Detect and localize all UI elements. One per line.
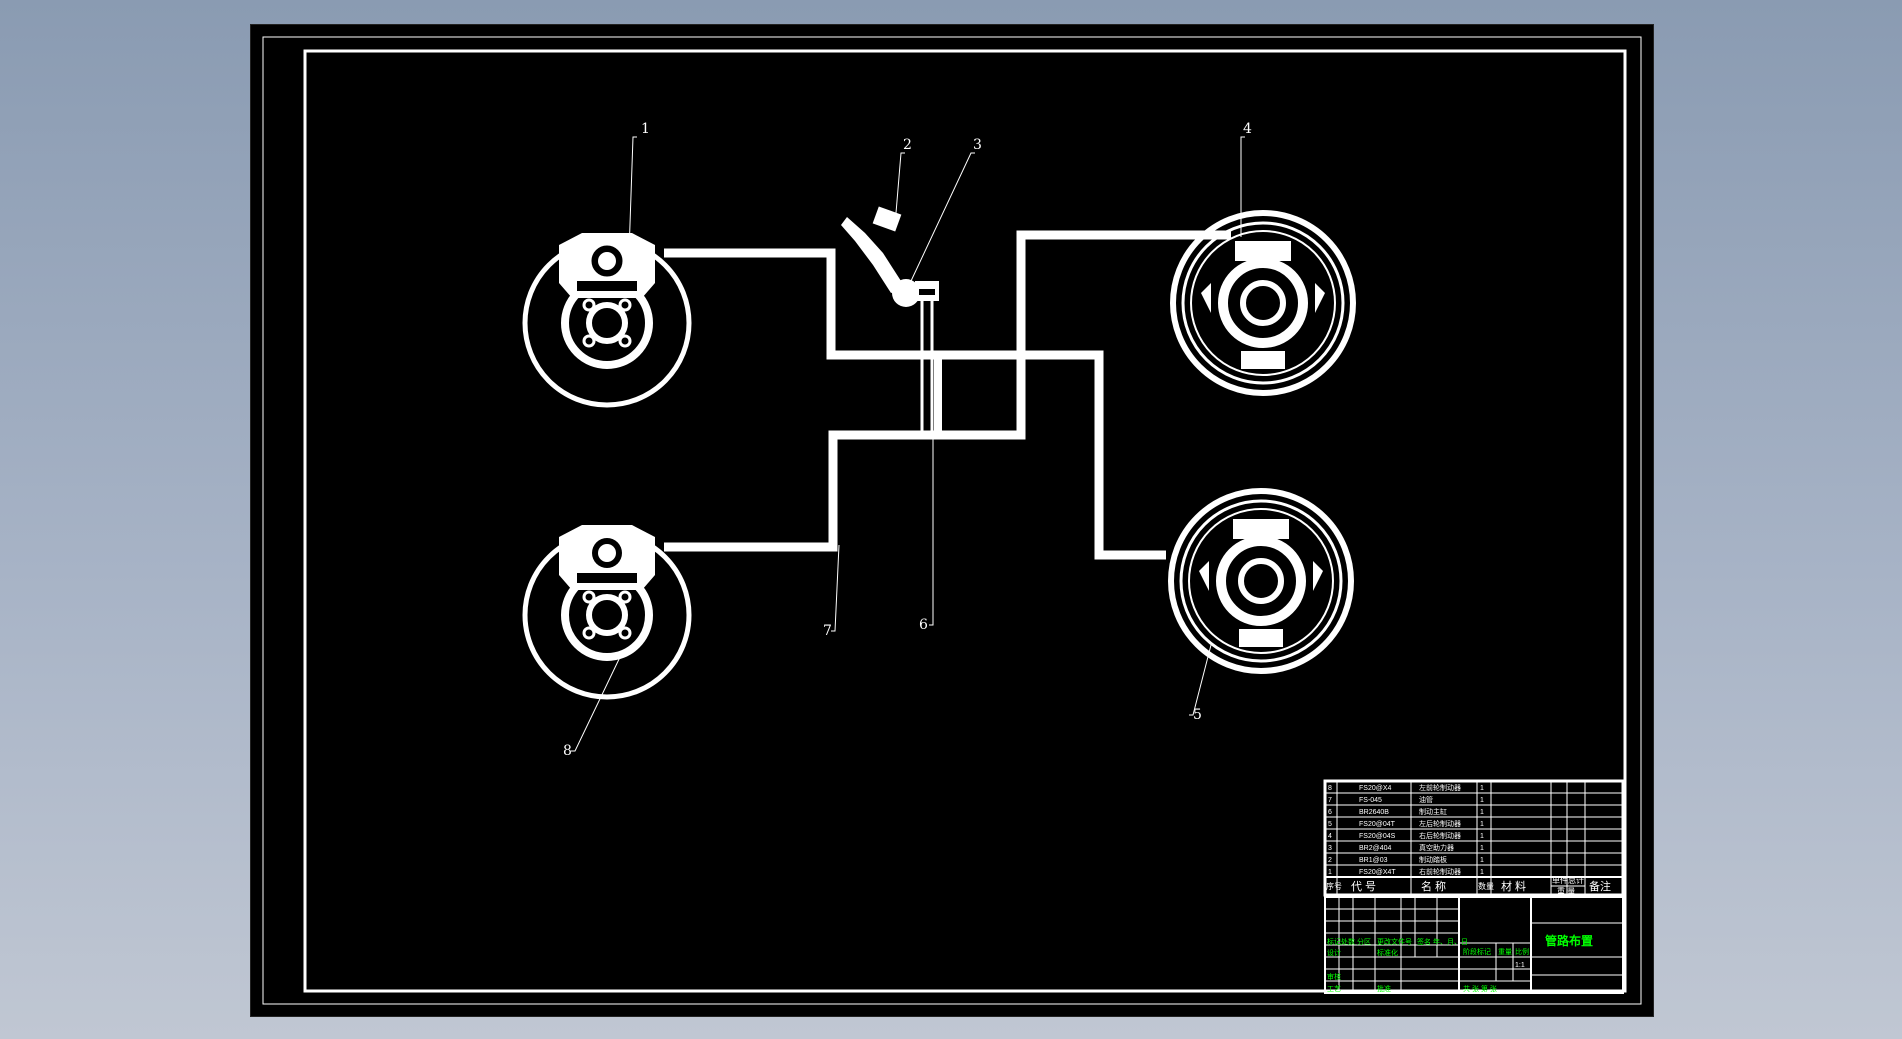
bom-cell-no: 4 bbox=[1328, 833, 1332, 840]
bom-header-total: 总计 bbox=[1568, 875, 1584, 885]
inner-frame bbox=[303, 49, 1627, 993]
bom-cell-code: FS20@04T bbox=[1359, 821, 1396, 828]
bom-cell-qty: 1 bbox=[1480, 833, 1484, 840]
bom-cell-code: FS20@X4 bbox=[1359, 785, 1392, 792]
tb-label-sign: 签名 bbox=[1417, 937, 1431, 946]
tb-label-scale: 比例 bbox=[1515, 947, 1529, 956]
bom-cell-no: 1 bbox=[1328, 869, 1332, 876]
bom-header-no: 序号 bbox=[1326, 881, 1342, 891]
bom-cell-name: 制动踏板 bbox=[1419, 855, 1447, 864]
callout-1: 1 bbox=[641, 121, 650, 137]
bom-cell-code: BR2@404 bbox=[1359, 845, 1392, 852]
bom-header-material: 材 料 bbox=[1501, 879, 1526, 893]
bom-cell-qty: 1 bbox=[1480, 809, 1484, 816]
bom-cell-name: 右后轮制动器 bbox=[1419, 831, 1461, 840]
brake-pipes bbox=[664, 230, 1231, 560]
bom-cell-no: 6 bbox=[1328, 809, 1332, 816]
bom-header-code: 代 号 bbox=[1351, 880, 1376, 893]
tb-label-zone: 分区 bbox=[1357, 937, 1371, 946]
tb-label-date: 年、月、日 bbox=[1433, 937, 1468, 946]
bom-cell-no: 2 bbox=[1328, 857, 1332, 864]
bom-cell-name: 制动主缸 bbox=[1419, 807, 1447, 816]
bom-cell-code: BR2640B bbox=[1359, 809, 1389, 816]
tb-label-count: 处数 bbox=[1341, 937, 1355, 946]
tb-label-stage: 阶段标记 bbox=[1463, 947, 1491, 956]
bom-cell-code: BR1@03 bbox=[1359, 857, 1388, 864]
callout-2: 2 bbox=[903, 137, 912, 153]
bom-cell-qty: 1 bbox=[1480, 785, 1484, 792]
bom-header-weight: 重 量 bbox=[1557, 886, 1575, 896]
bom-cell-no: 7 bbox=[1328, 797, 1332, 804]
bom-cell-name: 油管 bbox=[1419, 795, 1433, 804]
bom-header-qty: 数量 bbox=[1478, 881, 1494, 891]
tb-label-approve: 批准 bbox=[1377, 984, 1391, 993]
tb-label-mark: 标记 bbox=[1327, 937, 1341, 946]
tb-label-review: 审核 bbox=[1327, 972, 1341, 981]
pipe-to-rear-right bbox=[664, 248, 1166, 560]
bom-cell-qty: 1 bbox=[1480, 869, 1484, 876]
tb-label-process: 工艺 bbox=[1327, 985, 1341, 993]
bom-cell-no: 8 bbox=[1328, 785, 1332, 792]
leader-lines bbox=[571, 136, 1245, 752]
master-cylinder-lines bbox=[920, 295, 934, 435]
bom-cell-name: 右前轮制动器 bbox=[1419, 867, 1461, 876]
front-left-disc-brake bbox=[522, 525, 692, 700]
tb-label-change-doc: 更改文件号 bbox=[1377, 937, 1412, 946]
bom-cell-code: FS20@04S bbox=[1359, 833, 1396, 840]
callout-5: 5 bbox=[1193, 707, 1202, 723]
bom-cell-qty: 1 bbox=[1480, 845, 1484, 852]
bom-cell-name: 左后轮制动器 bbox=[1419, 819, 1461, 828]
bom-cell-code: FS20@X4T bbox=[1359, 869, 1396, 876]
tb-label-weight: 重量 bbox=[1498, 948, 1512, 956]
tb-scale-value: 1:1 bbox=[1515, 962, 1525, 969]
pedal-booster-assembly bbox=[841, 206, 939, 307]
tb-label-design: 设计 bbox=[1327, 948, 1341, 957]
bom-header-unit: 单件 bbox=[1552, 875, 1568, 885]
front-right-disc-brake bbox=[522, 233, 692, 408]
callout-6: 6 bbox=[919, 617, 928, 633]
rear-right-drum-brake bbox=[1170, 210, 1356, 396]
bom-cell-no: 3 bbox=[1328, 845, 1332, 852]
bom-header-name: 名 称 bbox=[1421, 879, 1446, 893]
bom-cell-qty: 1 bbox=[1480, 797, 1484, 804]
bom-cell-name: 真空助力器 bbox=[1419, 843, 1454, 852]
bom-cell-qty: 1 bbox=[1480, 821, 1484, 828]
callout-4: 4 bbox=[1243, 121, 1252, 137]
bom-cell-qty: 1 bbox=[1480, 857, 1484, 864]
tb-label-sheets: 共 张 第 张 bbox=[1463, 984, 1497, 993]
bom-cell-no: 5 bbox=[1328, 821, 1332, 828]
callout-8: 8 bbox=[563, 743, 572, 759]
outer-frame bbox=[262, 36, 1642, 1005]
pipe-to-rear-left bbox=[664, 230, 1231, 552]
title-block: 标记 处数 分区 更改文件号 签名 年、月、日 设计 标准化 审核 工艺 批准 … bbox=[1324, 896, 1624, 994]
bom-header-remarks: 备注 bbox=[1589, 879, 1611, 893]
drawing-title: 管路布置 bbox=[1545, 933, 1593, 948]
tb-label-std: 标准化 bbox=[1377, 948, 1398, 957]
callout-7: 7 bbox=[823, 623, 832, 639]
rear-left-drum-brake bbox=[1168, 488, 1354, 674]
bom-cell-code: FS-045 bbox=[1359, 797, 1382, 804]
bom-cell-name: 左前轮制动器 bbox=[1419, 783, 1461, 792]
callout-3: 3 bbox=[973, 137, 982, 153]
